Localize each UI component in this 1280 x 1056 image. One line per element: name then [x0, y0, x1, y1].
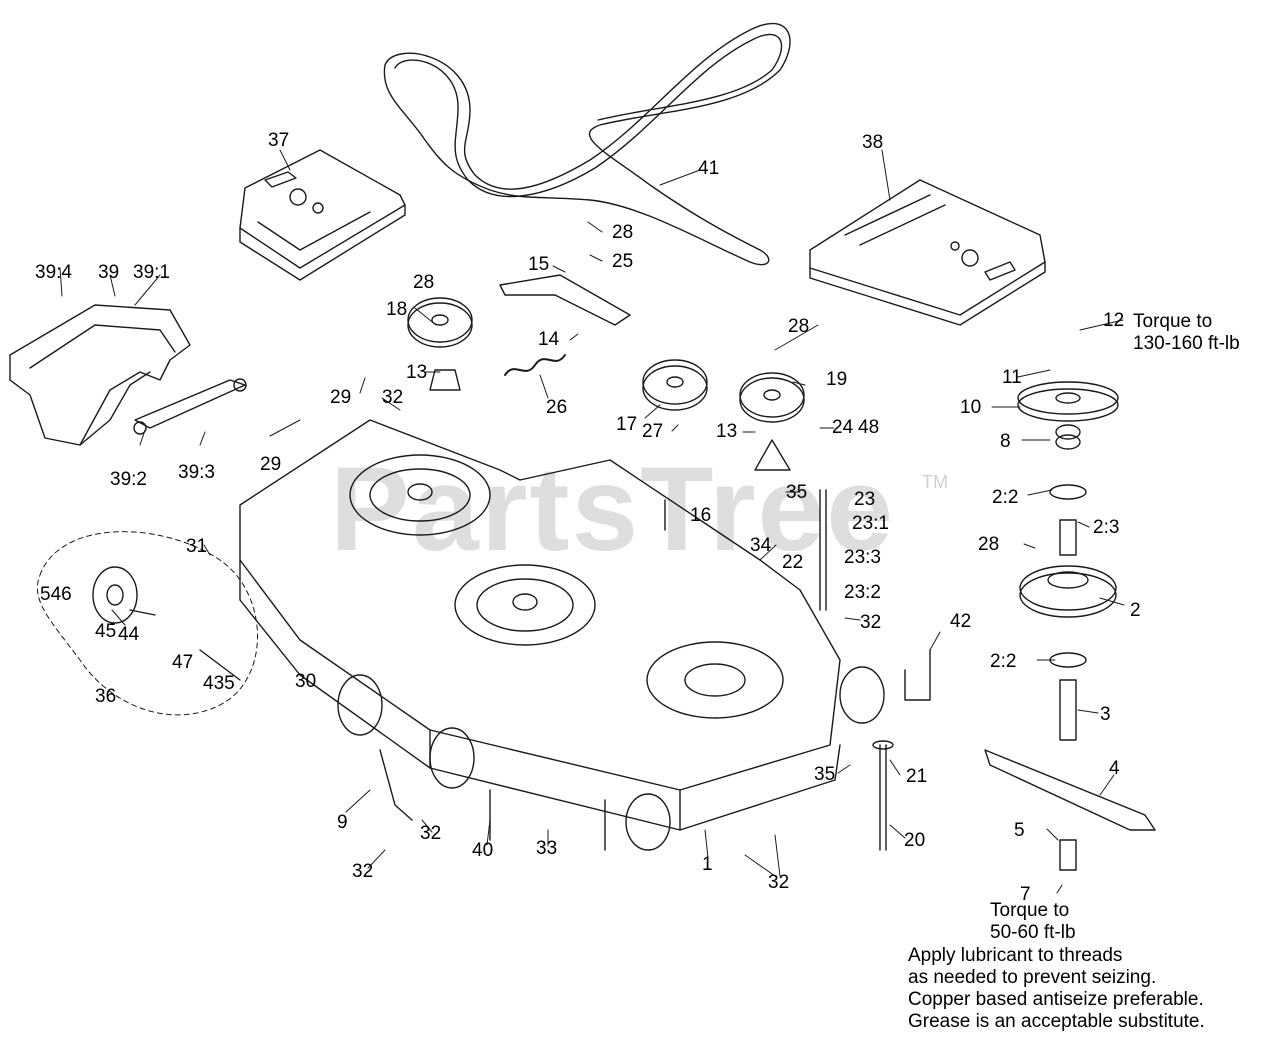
callout-20: 20: [904, 830, 925, 851]
callout-36: 36: [95, 686, 116, 707]
callout-22: 22: [782, 552, 803, 573]
callout-8: 8: [1000, 431, 1011, 452]
callout-44: 44: [118, 624, 140, 645]
callout-25: 25: [612, 251, 633, 272]
callout-34: 34: [750, 535, 772, 556]
lubricant-note-line-3: Copper based antiseize preferable.: [908, 989, 1204, 1010]
torque-note-top: Torque to 130-160 ft-lb: [1133, 311, 1240, 355]
callout-29b: 29: [260, 454, 281, 475]
callout-19: 19: [826, 369, 847, 390]
watermark-trademark: TM: [922, 472, 948, 492]
callout-39-3: 39:3: [178, 462, 215, 483]
callout-23-2: 23:2: [844, 582, 881, 603]
callout-3: 3: [1100, 704, 1111, 725]
callout-24: 24: [832, 417, 854, 438]
callout-39-1: 39:1: [133, 262, 170, 283]
callout-2-2b: 2:2: [990, 651, 1016, 672]
callout-40: 40: [472, 840, 493, 861]
callout-5: 5: [1014, 820, 1025, 841]
callout-10: 10: [960, 397, 981, 418]
callout-39-4: 39:4: [35, 262, 72, 283]
lubricant-note: Apply lubricant to threads as needed to …: [908, 945, 1205, 1033]
callout-29a: 29: [330, 387, 351, 408]
callout-42: 42: [950, 611, 971, 632]
callout-12: 12: [1103, 310, 1124, 331]
gauge-wheel-assembly: [36, 531, 258, 716]
callout-33: 33: [536, 838, 557, 859]
callout-39-2: 39:2: [110, 469, 147, 490]
watermark: PartsTree: [330, 442, 896, 576]
callout-35b: 35: [814, 764, 835, 785]
callout-32e: 32: [768, 872, 789, 893]
callout-39: 39: [98, 262, 119, 283]
lubricant-note-line-4: Grease is an acceptable substitute.: [908, 1011, 1205, 1032]
torque-note-bottom-line-1: Torque to: [990, 900, 1070, 921]
callout-4: 4: [1109, 758, 1120, 779]
callout-15: 15: [528, 254, 549, 275]
mower-deck: [239, 419, 841, 831]
idler-pulleys: [407, 297, 805, 471]
callout-26: 26: [546, 397, 567, 418]
drive-belt: [383, 23, 791, 266]
lubricant-note-line-1: Apply lubricant to threads: [908, 945, 1123, 966]
torque-note-bottom: Torque to 50-60 ft-lb: [990, 900, 1076, 944]
torque-note-top-line-1: Torque to: [1133, 311, 1213, 332]
callout-13b: 13: [716, 421, 737, 442]
callout-7: 7: [1020, 884, 1031, 905]
callout-435: 435: [203, 673, 235, 694]
idler-arm-and-spring: [499, 274, 631, 376]
callout-48: 48: [858, 417, 879, 438]
callout-32c: 32: [420, 823, 441, 844]
anti-scalp-wheels: [337, 666, 885, 851]
callout-27: 27: [642, 421, 663, 442]
callout-2: 2: [1130, 600, 1141, 621]
lubricant-note-line-2: as needed to prevent seizing.: [908, 967, 1157, 988]
callout-2-3: 2:3: [1093, 517, 1119, 538]
callout-21: 21: [906, 766, 927, 787]
callout-28a: 28: [612, 222, 633, 243]
callout-32b: 32: [860, 612, 881, 633]
callout-45: 45: [95, 621, 116, 642]
hardware: [379, 489, 931, 851]
callout-546: 546: [40, 584, 72, 605]
callout-37: 37: [268, 130, 289, 151]
shield-bracket: [133, 378, 247, 435]
callout-30: 30: [295, 671, 316, 692]
callout-14: 14: [538, 329, 560, 350]
callout-18: 18: [386, 299, 407, 320]
callout-labels: 37 38 41 28 25 15 39:4 39 39:1 28 18 14 …: [35, 130, 1141, 905]
callout-32a: 32: [382, 387, 403, 408]
callout-16: 16: [690, 505, 711, 526]
callout-28b: 28: [413, 272, 434, 293]
leader-lines: [59, 149, 1125, 894]
callout-31: 31: [186, 536, 207, 557]
callout-13a: 13: [406, 362, 427, 383]
callout-17: 17: [616, 414, 637, 435]
callout-23-1: 23:1: [852, 513, 889, 534]
torque-note-top-line-2: 130-160 ft-lb: [1133, 333, 1240, 354]
callout-38: 38: [862, 132, 883, 153]
callout-2-2a: 2:2: [992, 487, 1018, 508]
callout-9: 9: [337, 812, 348, 833]
callout-1: 1: [702, 854, 713, 875]
callout-32d: 32: [352, 861, 373, 882]
callout-23: 23: [854, 489, 875, 510]
callout-41: 41: [698, 158, 719, 179]
callout-35a: 35: [786, 482, 807, 503]
callout-28c: 28: [788, 316, 809, 337]
callout-28d: 28: [978, 534, 999, 555]
belt-cover-right: [809, 179, 1046, 326]
side-shield: [9, 304, 191, 446]
callout-23-3: 23:3: [844, 547, 881, 568]
spindle-stack: [984, 381, 1156, 871]
callout-47: 47: [172, 652, 193, 673]
belt-cover-left: [239, 149, 406, 281]
torque-note-bottom-line-2: 50-60 ft-lb: [990, 922, 1076, 943]
callout-11: 11: [1002, 367, 1022, 388]
